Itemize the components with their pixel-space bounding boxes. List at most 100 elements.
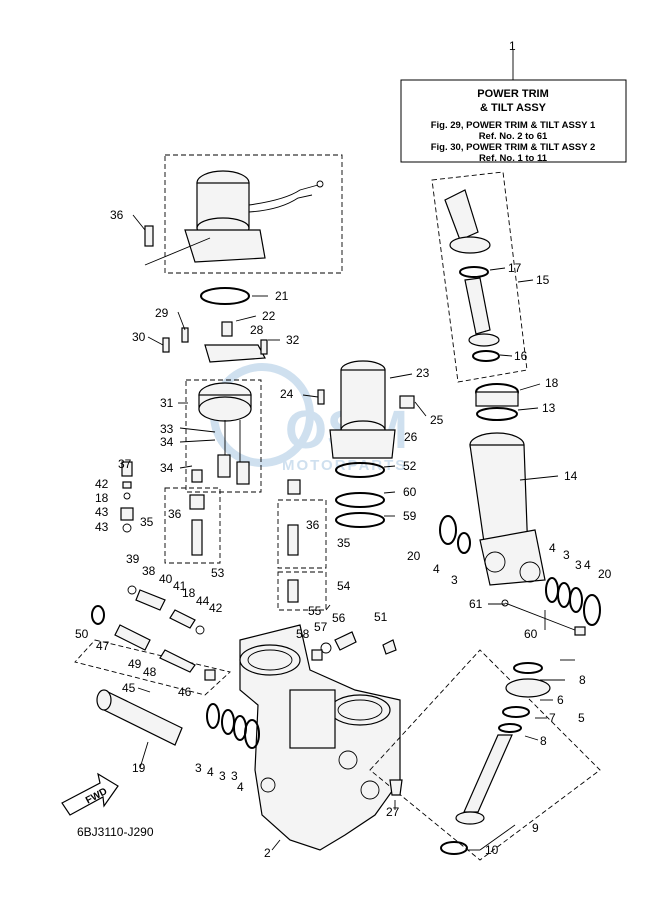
- callout-41a: 42: [95, 477, 109, 491]
- callout-50: 51: [374, 610, 388, 624]
- reservoir-24: [329, 360, 415, 528]
- callout-4a: 4: [549, 541, 556, 555]
- callout-60: 60: [524, 627, 538, 641]
- callout-27: 26: [404, 430, 418, 444]
- callout-52: 53: [211, 566, 225, 580]
- callout-24: 23: [416, 366, 430, 380]
- seal-set-right: [545, 577, 601, 626]
- callout-57: 58: [296, 627, 310, 641]
- callout-49: 50: [75, 627, 89, 641]
- callout-44: 45: [122, 681, 136, 695]
- callout-21: 21: [275, 289, 289, 303]
- callout-26: 25: [430, 413, 444, 427]
- callout-45: 46: [178, 685, 192, 699]
- callout-4d: 4: [207, 765, 214, 779]
- callout-15: 16: [514, 349, 528, 363]
- callout-33: 32: [286, 333, 300, 347]
- callout-38: 38: [142, 564, 156, 578]
- callout-14: 15: [536, 273, 550, 287]
- fwd-arrow: FWD: [61, 772, 119, 816]
- callout-42b: 42: [209, 601, 223, 615]
- callout-35a: 35: [140, 515, 154, 529]
- valve-column-left: [164, 469, 221, 564]
- callout-18a: 18: [95, 491, 109, 505]
- callout-34b: 34: [160, 435, 174, 449]
- callout-40: 40: [159, 572, 173, 586]
- callout-31: 30: [132, 330, 146, 344]
- callout-42a: 43: [95, 520, 109, 534]
- callout-55: 56: [332, 611, 346, 625]
- callout-28: 27: [386, 805, 400, 819]
- callout-3c: 3: [451, 573, 458, 587]
- callout-4e: 4: [237, 780, 244, 794]
- callout-16: 17: [508, 261, 522, 275]
- callout-23: 36: [110, 208, 124, 222]
- callout-37: 37: [118, 457, 132, 471]
- callout-34c: 34: [160, 461, 174, 475]
- callout-39: 39: [126, 552, 140, 566]
- o-ring-21: [200, 287, 250, 305]
- info-title-1: POWER TRIM: [477, 88, 549, 100]
- callout-20b: 20: [407, 549, 421, 563]
- tilt-rod-assembly: [431, 171, 528, 383]
- callout-22: 22: [262, 309, 276, 323]
- info-note-2a: Fig. 30, POWER TRIM & TILT ASSY 2: [431, 142, 596, 153]
- callout-25: 24: [280, 387, 294, 401]
- tube-19: [96, 689, 183, 746]
- callout-3d: 3: [195, 761, 202, 775]
- callout-10: 9: [532, 821, 539, 835]
- seal-set-mid: [439, 515, 471, 554]
- callout-3b: 3: [575, 558, 582, 572]
- callout-12: 13: [542, 401, 556, 415]
- callout-9: 8: [579, 673, 586, 687]
- callout-34a: 33: [160, 422, 174, 436]
- callout-4b: 4: [584, 558, 591, 572]
- callout-20a: 20: [598, 567, 612, 581]
- motor-assembly: [144, 154, 343, 274]
- left-valve-stack: [120, 461, 134, 533]
- callout-2: 2: [264, 846, 271, 860]
- callout-19: 19: [132, 761, 146, 775]
- callout-11: 10: [485, 843, 499, 857]
- diagram-code: 6BJ3110-J290: [77, 825, 154, 839]
- callout-3a: 3: [563, 548, 570, 562]
- callout-8: 7: [549, 711, 556, 725]
- callout-30: 29: [155, 306, 169, 320]
- leader-lines: [132, 214, 575, 851]
- callout-41b: 41: [173, 579, 187, 593]
- callout-36a: 36: [168, 507, 182, 521]
- callout-61: 61: [469, 597, 483, 611]
- callout-5: 5: [578, 711, 585, 725]
- callout-53: 54: [337, 579, 351, 593]
- callout-46: 47: [96, 639, 110, 653]
- ground-lead: [501, 599, 586, 636]
- callout-35b: 35: [337, 536, 351, 550]
- callout-13: 14: [564, 469, 578, 483]
- callout-3f: 3: [231, 769, 238, 783]
- callout-43b: 44: [196, 594, 210, 608]
- tilt-cylinder: [469, 383, 546, 586]
- callout-32: 31: [160, 396, 174, 410]
- screws: [144, 225, 325, 405]
- callout-4c: 4: [433, 562, 440, 576]
- valve-block-assembly: [185, 321, 266, 493]
- callout-43a: 43: [95, 505, 109, 519]
- info-box: 1 POWER TRIM & TILT ASSY Fig. 29, POWER …: [400, 39, 627, 164]
- horizontal-valve-stack: [127, 585, 205, 635]
- callout-51: 52: [403, 459, 417, 473]
- misc-valves: [311, 631, 403, 796]
- callout-59: 60: [403, 485, 417, 499]
- callout-numbers: 36 21 22 28 29 30 32 31 33 34 34 24 23 2…: [75, 208, 612, 860]
- free-piston-assembly: [369, 649, 601, 861]
- callout-7: 8: [540, 734, 547, 748]
- info-note-1b: Ref. No. 2 to 61: [479, 131, 548, 142]
- callout-54: 55: [308, 604, 322, 618]
- callout-36b: 36: [306, 518, 320, 532]
- callout-1: 1: [509, 39, 516, 53]
- callout-29: 28: [250, 323, 264, 337]
- callout-17: 18: [545, 376, 559, 390]
- main-body: [239, 624, 401, 851]
- info-note-2b: Ref. No. 1 to 11: [479, 153, 548, 164]
- callout-47: 48: [143, 665, 157, 679]
